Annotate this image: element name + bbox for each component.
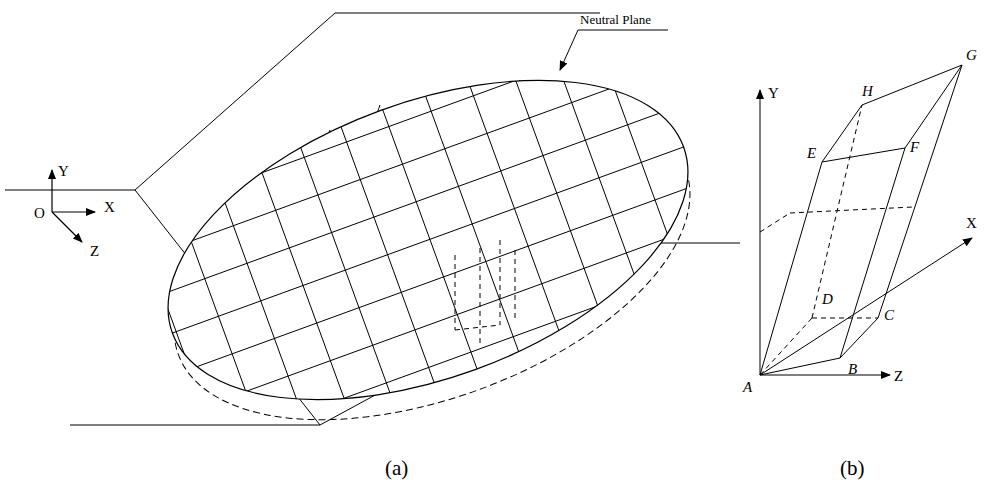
axis-label: Z — [894, 369, 903, 384]
vertex-label: A — [743, 380, 752, 395]
parallelepiped — [760, 65, 972, 375]
axis-label: X — [966, 216, 977, 231]
vertex-label: H — [862, 84, 873, 99]
vertex-label: D — [822, 292, 833, 307]
axes — [52, 170, 95, 242]
axis-label: X — [104, 200, 115, 215]
axis-label: O — [34, 206, 45, 221]
axis-label: Y — [58, 164, 69, 179]
leader-line — [560, 30, 668, 70]
part-label: Neutral Plane — [580, 13, 651, 26]
vertex-label: G — [966, 48, 977, 63]
axis-label: Y — [768, 86, 779, 101]
vertex-label: F — [910, 140, 919, 155]
vertex-label: C — [884, 308, 894, 323]
panel-label: (a) — [385, 458, 408, 479]
vertex-label: E — [807, 146, 816, 161]
ellipsoid-mesh — [77, 0, 783, 490]
vertex-label: B — [848, 362, 857, 377]
axis-label: Z — [90, 244, 99, 259]
panel-label: (b) — [840, 458, 865, 479]
